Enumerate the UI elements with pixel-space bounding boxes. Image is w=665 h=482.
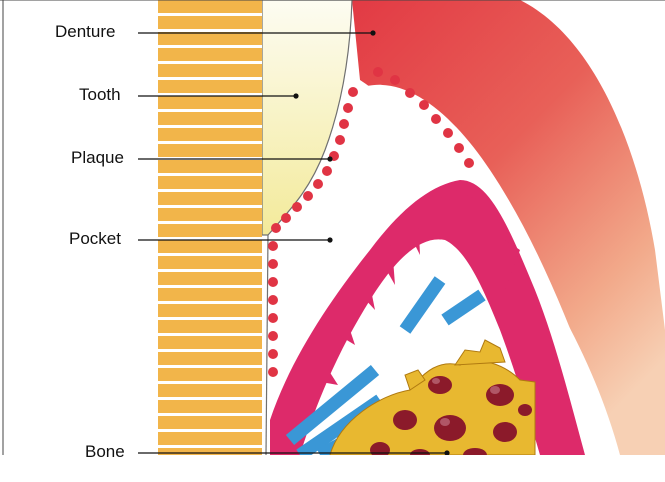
denture-stripe xyxy=(158,448,262,461)
denture-stripe xyxy=(158,144,262,157)
denture-stripe xyxy=(158,240,262,253)
label-tooth: Tooth xyxy=(79,85,121,105)
denture-stripe xyxy=(158,320,262,333)
denture-stripe xyxy=(158,224,262,237)
label-denture: Denture xyxy=(55,22,115,42)
denture-stripes xyxy=(158,0,262,461)
denture-stripe xyxy=(158,432,262,445)
root-edge xyxy=(266,235,268,455)
denture-stripe xyxy=(158,48,262,61)
denture-stripe xyxy=(158,208,262,221)
denture-stripe xyxy=(158,80,262,93)
denture-stripe xyxy=(158,160,262,173)
denture-stripe xyxy=(158,416,262,429)
denture-stripe xyxy=(158,304,262,317)
denture-stripe xyxy=(158,336,262,349)
denture-stripe xyxy=(158,32,262,45)
label-pocket: Pocket xyxy=(69,229,121,249)
denture-stripe xyxy=(158,16,262,29)
denture-stripe xyxy=(158,288,262,301)
label-plaque: Plaque xyxy=(71,148,124,168)
label-bone: Bone xyxy=(85,442,125,462)
denture-stripe xyxy=(158,0,262,13)
denture-stripe xyxy=(158,112,262,125)
denture-stripe xyxy=(158,384,262,397)
denture-stripe xyxy=(158,400,262,413)
denture-stripe xyxy=(158,192,262,205)
denture-stripe xyxy=(158,272,262,285)
denture-stripe xyxy=(158,176,262,189)
denture-stripe xyxy=(158,64,262,77)
denture-stripe xyxy=(158,96,262,109)
denture-stripe xyxy=(158,128,262,141)
denture-stripe xyxy=(158,352,262,365)
denture-stripe xyxy=(158,256,262,269)
denture-stripe xyxy=(158,368,262,381)
